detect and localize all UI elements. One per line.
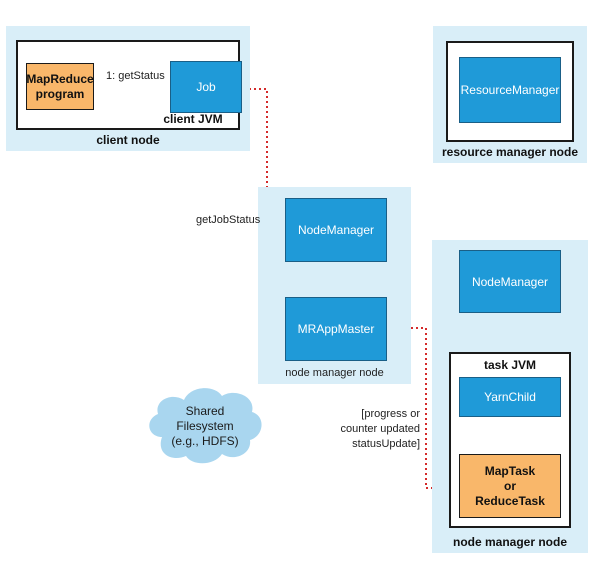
resource-manager-node-label: resource manager node	[441, 145, 579, 159]
cloud-shape	[149, 388, 262, 464]
node-manager-box-middle: NodeManager	[285, 198, 387, 262]
node-manager-box-right: NodeManager	[459, 250, 561, 313]
task-jvm-label: task JVM	[483, 358, 537, 372]
yarn-child-box: YarnChild	[459, 377, 561, 417]
status-update-label: [progress or counter updated statusUpdat…	[340, 408, 420, 450]
shared-filesystem-label: Shared Filesystem (e.g., HDFS)	[171, 404, 239, 448]
job-box: Job	[170, 61, 242, 113]
get-job-status-label: getJobStatus	[196, 214, 261, 226]
client-jvm-label: client JVM	[163, 112, 223, 126]
node-manager-node-middle-label: node manager node	[285, 367, 384, 379]
resource-manager-box: ResourceManager	[459, 57, 561, 123]
get-status-label: 1: getStatus	[106, 70, 165, 82]
node-manager-node-right-label: node manager node	[452, 535, 568, 549]
client-node-label: client node	[96, 133, 160, 147]
mapreduce-program-box: MapReduce program	[26, 63, 94, 110]
mr-app-master-box: MRAppMaster	[285, 297, 387, 361]
map-reduce-task-box: MapTask or ReduceTask	[459, 454, 561, 518]
